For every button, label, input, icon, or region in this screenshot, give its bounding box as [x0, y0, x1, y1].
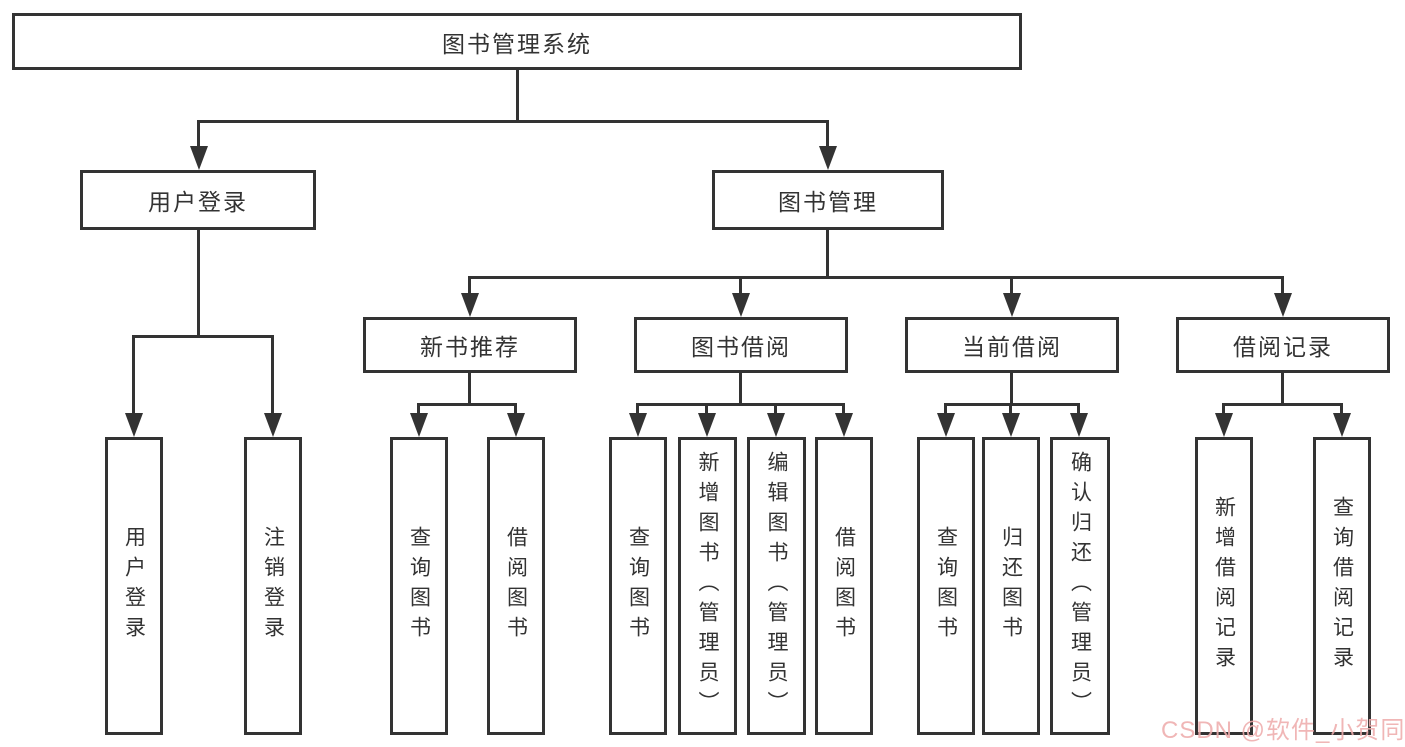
arrow-down-icon	[819, 146, 837, 170]
watermark-text: CSDN @软件_小贺同学	[1161, 717, 1405, 744]
leaf-borrow-books-recommend: 借阅图书	[487, 437, 545, 735]
leaf-query-books-recommend: 查询图书	[390, 437, 448, 735]
connector-line	[1077, 403, 1080, 415]
arrow-down-icon	[507, 413, 525, 437]
connector-line	[636, 403, 639, 415]
connector-line	[774, 403, 777, 415]
connector-line	[1281, 373, 1284, 405]
node-new-book-recommend: 新书推荐	[363, 317, 577, 373]
arrow-down-icon	[1070, 413, 1088, 437]
arrow-down-icon	[1333, 413, 1351, 437]
arrow-down-icon	[1215, 413, 1233, 437]
connector-line	[468, 276, 471, 295]
arrow-down-icon	[461, 293, 479, 317]
connector-line	[417, 403, 420, 415]
connector-line	[1010, 373, 1013, 405]
leaf-return-books: 归还图书	[982, 437, 1040, 735]
connector-line	[944, 403, 947, 415]
arrow-down-icon	[629, 413, 647, 437]
leaf-query-borrow-record: 查询借阅记录	[1313, 437, 1371, 735]
arrow-down-icon	[1003, 293, 1021, 317]
connector-line	[514, 403, 517, 415]
leaf-query-books-borrow: 查询图书	[609, 437, 667, 735]
connector-line	[417, 403, 517, 406]
connector-line	[197, 120, 829, 123]
node-user-login: 用户登录	[80, 170, 316, 230]
arrow-down-icon	[190, 146, 208, 170]
connector-line	[826, 230, 829, 278]
connector-line	[132, 335, 274, 338]
node-book-borrow: 图书借阅	[634, 317, 848, 373]
leaf-add-borrow-record: 新增借阅记录	[1195, 437, 1253, 735]
node-book-management: 图书管理	[712, 170, 944, 230]
connector-line	[944, 403, 1080, 406]
connector-line	[842, 403, 845, 415]
leaf-edit-book-admin: 编辑图书（管理员）	[747, 437, 806, 735]
connector-line	[468, 373, 471, 405]
arrow-down-icon	[835, 413, 853, 437]
arrow-down-icon	[410, 413, 428, 437]
node-current-borrow: 当前借阅	[905, 317, 1119, 373]
connector-line	[1009, 403, 1012, 415]
node-root: 图书管理系统	[12, 13, 1022, 70]
connector-line	[636, 403, 845, 406]
connector-line	[1281, 276, 1284, 295]
arrow-down-icon	[937, 413, 955, 437]
arrow-down-icon	[767, 413, 785, 437]
connector-line	[1222, 403, 1225, 415]
arrow-down-icon	[264, 413, 282, 437]
leaf-confirm-return-admin: 确认归还（管理员）	[1050, 437, 1110, 735]
connector-line	[132, 335, 135, 415]
arrow-down-icon	[1002, 413, 1020, 437]
connector-line	[739, 373, 742, 405]
connector-line	[197, 120, 200, 150]
connector-line	[468, 276, 1284, 279]
connector-line	[271, 335, 274, 415]
connector-line	[516, 70, 519, 122]
leaf-borrow-books: 借阅图书	[815, 437, 873, 735]
connector-line	[1010, 276, 1013, 295]
connector-line	[705, 403, 708, 415]
connector-line	[1340, 403, 1343, 415]
leaf-logout-login: 注销登录	[244, 437, 302, 735]
leaf-query-books-current: 查询图书	[917, 437, 975, 735]
arrow-down-icon	[698, 413, 716, 437]
connector-line	[826, 120, 829, 150]
connector-line	[739, 276, 742, 295]
leaf-add-book-admin: 新增图书（管理员）	[678, 437, 737, 735]
leaf-user-login: 用户登录	[105, 437, 163, 735]
arrow-down-icon	[1274, 293, 1292, 317]
arrow-down-icon	[732, 293, 750, 317]
connector-line	[1222, 403, 1343, 406]
arrow-down-icon	[125, 413, 143, 437]
node-borrow-records: 借阅记录	[1176, 317, 1390, 373]
connector-line	[197, 230, 200, 337]
